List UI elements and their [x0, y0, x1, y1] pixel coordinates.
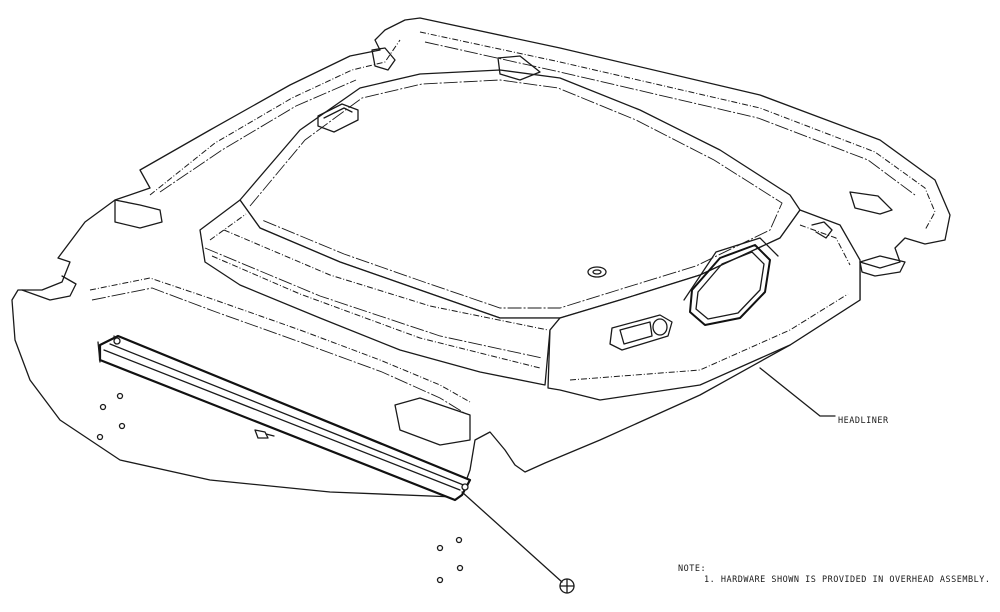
left-notch-upper [114, 199, 163, 229]
left-notch-lower [21, 275, 77, 301]
headliner-outer-border-inner-2 [159, 41, 916, 196]
rear-right-notch [849, 191, 893, 215]
center-feature-inner [592, 269, 602, 275]
left-front-ridge-2 [91, 287, 467, 415]
center-feature [587, 266, 607, 278]
control-module [609, 314, 673, 351]
headliner-callout-label: HEADLINER [838, 416, 889, 426]
hardware-fasteners [96, 392, 464, 584]
headliner-leader-line [759, 367, 836, 417]
note-line: 1. HARDWARE SHOWN IS PROVIDED IN OVERHEA… [704, 575, 991, 585]
top-notch-left [371, 47, 396, 71]
sunshade-roller-bar [97, 334, 472, 502]
center-panel-inner-edge [249, 79, 783, 309]
top-bracket [317, 103, 359, 133]
visor-pocket [394, 397, 471, 446]
top-bracket-inner [323, 107, 353, 119]
rear-step-edge [569, 224, 851, 381]
dome-light-opening [683, 237, 779, 326]
circle-crosshair-icon [559, 578, 575, 594]
right-swirl-detail [811, 221, 833, 239]
rear-top-notch [497, 55, 541, 81]
front-step-edge-2 [204, 247, 543, 359]
note-title: NOTE: [678, 564, 707, 574]
right-side-notch [859, 255, 906, 277]
front-step-edge [209, 213, 549, 369]
headliner-outer-border-inner [149, 31, 936, 231]
fastener-leader-line [461, 491, 563, 583]
